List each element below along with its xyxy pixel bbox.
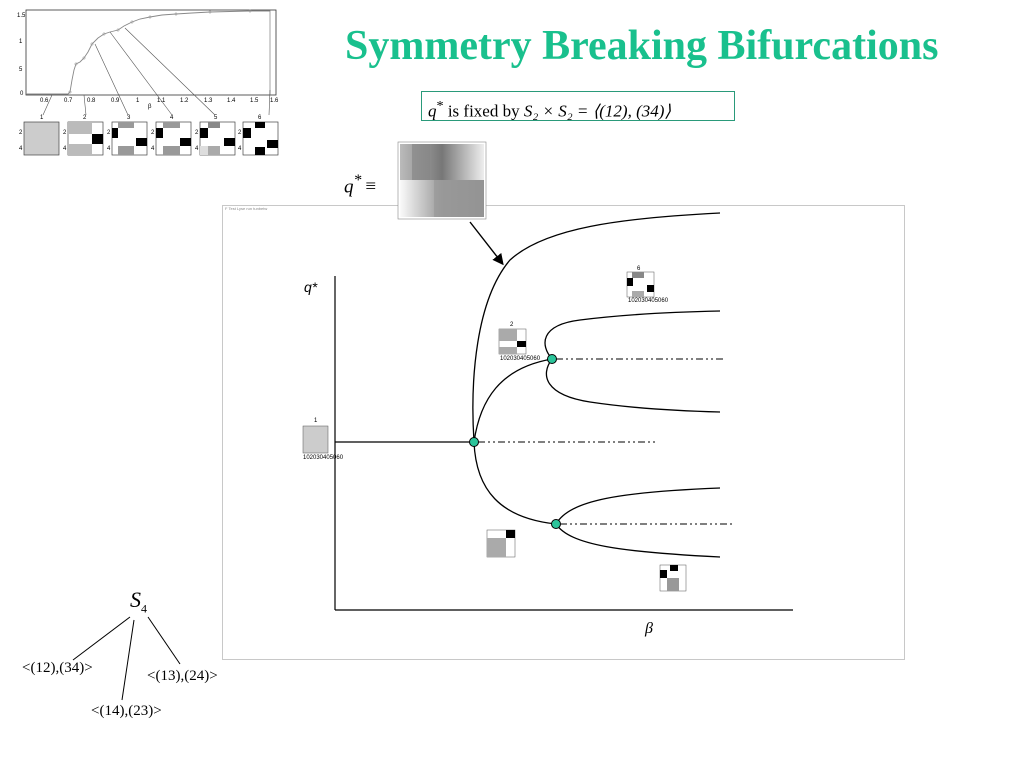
- inset-panel-4: 2 4: [151, 121, 192, 156]
- panel-row-tick: 2: [63, 130, 67, 136]
- bifurcation-point: [547, 354, 557, 364]
- thumb-top-label: 6: [637, 266, 641, 272]
- inset-panel-label: 6: [258, 115, 262, 121]
- beta-axis-label: β: [645, 620, 653, 637]
- inset-xtick: 0.6: [40, 98, 49, 104]
- inset-ytick-2: 1: [19, 39, 23, 45]
- panel-row-tick: 2: [195, 130, 199, 136]
- inset-xtick: 1.5: [250, 98, 259, 104]
- q-star-image: [397, 141, 487, 220]
- q-star-arrow: [469, 221, 504, 266]
- branch-middle: [473, 358, 553, 443]
- formula-text: is fixed by: [447, 101, 520, 121]
- branch-top: [472, 212, 721, 443]
- formula-star: *: [436, 98, 444, 114]
- inset-panel-label: 1: [40, 115, 44, 121]
- s4-group-label: S4: [130, 587, 147, 616]
- inset-xtick: 0.9: [111, 98, 120, 104]
- inset-plot-frame: [25, 9, 277, 96]
- formula-q: q: [428, 101, 437, 121]
- frame-caption: F Test Lyse run tunbetw: [225, 206, 268, 211]
- panel-row-tick: 4: [238, 146, 242, 152]
- inset-pointer-lines: [42, 27, 271, 116]
- inset-panel-label: 4: [170, 115, 174, 121]
- thumb-lower-right: [659, 564, 687, 592]
- inset-panel-label: 5: [214, 115, 218, 121]
- inset-xtick: 1: [136, 98, 140, 104]
- bifurcation-plot: 1 102030405060 2 102030405060 6 10203040…: [302, 212, 793, 611]
- panel-row-tick: 4: [19, 146, 23, 152]
- inset-panel-2: 2 4: [63, 121, 104, 156]
- s4-root-sub: 4: [141, 601, 147, 616]
- inset-xlabel: β: [148, 104, 152, 110]
- slide-title: Symmetry Breaking Bifurcations: [345, 23, 939, 69]
- inset-panel-1: 2 4: [19, 121, 60, 156]
- bifurcation-point: [469, 437, 479, 447]
- thumb-top-ticks: 102030405060: [628, 298, 669, 304]
- panel-row-tick: 2: [151, 130, 155, 136]
- panel-row-tick: 2: [107, 130, 111, 136]
- thumb-middle: 2 102030405060: [498, 322, 541, 362]
- subgroup-tree-lines: [72, 616, 181, 701]
- thumb-trivial-ticks: 102030405060: [303, 455, 344, 461]
- fixed-by-formula: q* is fixed by S₂ × S₂ = ⟨(12), (34)⟩: [421, 91, 735, 121]
- subgroup-14-23: <(14),(23)>: [91, 703, 162, 719]
- panel-row-tick: 2: [238, 130, 242, 136]
- panel-row-tick: 4: [151, 146, 155, 152]
- panel-row-tick: 4: [195, 146, 199, 152]
- inset-xtick: 0.7: [64, 98, 73, 104]
- thumb-top: 6 102030405060: [626, 266, 669, 304]
- thumb-trivial: 1 102030405060: [302, 418, 344, 461]
- branch-lower-lower: [555, 523, 721, 558]
- inset-panel-3: 2 4: [107, 121, 148, 156]
- thumb-trivial-label: 1: [314, 418, 318, 424]
- inset-xticks: 0.6 0.7 0.8 0.9 1 1.1 1.2 1.3 1.4 1.5 1.…: [40, 98, 279, 104]
- q-equiv-q: q: [344, 176, 354, 198]
- inset-panel-labels: 1 2 3 4 5 6: [40, 115, 262, 121]
- inset-panel-label: 3: [127, 115, 131, 121]
- inset-ytick-4: 0: [20, 91, 24, 97]
- branch-middle-upper: [544, 310, 721, 360]
- q-axis-label: q*: [304, 279, 318, 295]
- panel-row-tick: 4: [107, 146, 111, 152]
- inset-xtick: 1.2: [180, 98, 189, 104]
- inset-xtick: 1.6: [270, 98, 279, 104]
- formula-group: S₂ × S₂ = ⟨(12), (34)⟩: [523, 101, 672, 121]
- bifurcation-point: [551, 519, 561, 529]
- inset-xtick: 1.3: [204, 98, 213, 104]
- subgroup-13-24: <(13),(24)>: [147, 668, 218, 684]
- branch-lower-upper: [555, 487, 721, 525]
- q-equiv-star: *: [353, 172, 362, 189]
- panel-row-tick: 2: [19, 130, 23, 136]
- thumb-middle-label: 2: [510, 322, 514, 328]
- subgroup-12-34: <(12),(34)>: [22, 660, 93, 676]
- bifurcation-diagram-frame: [222, 205, 905, 660]
- branch-middle-lower: [545, 358, 721, 413]
- inset-panel-5: 2 4: [195, 121, 236, 156]
- inset-ytick-3: 5: [19, 67, 23, 73]
- inset-ytick-1: 1.5: [17, 13, 26, 19]
- q-equiv-rel: ≡: [365, 176, 377, 198]
- inset-curve-markers: [68, 9, 252, 94]
- inset-xtick: 0.8: [87, 98, 96, 104]
- inset-plot: 1.5 1 5 0 0.6 0.7 0.8 0.9 1 1.1 1.2 1.3 …: [17, 9, 279, 156]
- thumb-lower-left: [486, 529, 516, 558]
- s4-root: S: [130, 587, 141, 612]
- q-star-equiv: q*≡: [344, 172, 376, 198]
- branch-lower: [473, 441, 557, 525]
- panel-row-tick: 4: [63, 146, 67, 152]
- thumb-middle-ticks: 102030405060: [500, 356, 541, 362]
- inset-panel-label: 2: [83, 115, 87, 121]
- inset-xtick: 1.4: [227, 98, 236, 104]
- inset-panel-6: 2 4: [238, 121, 279, 156]
